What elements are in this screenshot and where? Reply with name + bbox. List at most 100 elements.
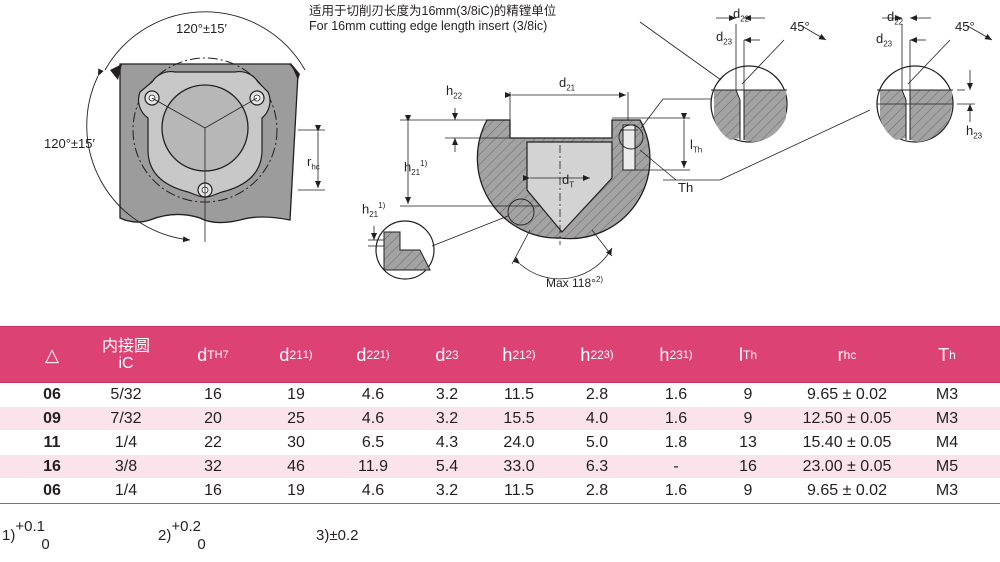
cell-col-h21: 11.5 (504, 386, 534, 403)
cell-col-ic: 5/32 (110, 386, 142, 403)
header-col-th-sub: h (949, 348, 956, 363)
d22b-label: d22 (887, 10, 903, 27)
cell-col-category: 11 (43, 434, 61, 451)
cell-col-d21: 19 (287, 386, 305, 403)
header-col-h21-sub: 21 (512, 348, 526, 363)
cell-col-lth: 13 (739, 434, 757, 451)
cell-col-category: 06 (43, 482, 61, 499)
cell-col-h23: - (673, 458, 679, 475)
deg45b-label: 45° (955, 19, 975, 34)
section-view (368, 92, 690, 280)
rhc-main: r (307, 154, 312, 169)
cell-col-dt: 32 (204, 458, 222, 475)
header-col-d23-sub: 23 (445, 348, 459, 363)
cell-col-d21: 19 (287, 482, 305, 499)
h23-sub: 23 (973, 131, 983, 141)
cell-col-d22: 4.6 (361, 482, 385, 499)
footnote-2-lower: 0 (197, 536, 206, 553)
lth-label: lTh (690, 138, 702, 155)
cell-col-lth: 16 (739, 458, 757, 475)
cell-col-th: M4 (935, 434, 959, 451)
cell-col-rhc: 9.65 ± 0.02 (807, 386, 887, 403)
d23b-sub: 23 (883, 39, 893, 49)
cell-col-th: M3 (935, 482, 959, 499)
rhc-label: rhc (307, 155, 320, 172)
cell-col-rhc: 23.00 ± 0.05 (802, 458, 892, 475)
cell-col-category: 16 (43, 458, 61, 475)
d23b-label: d23 (876, 32, 892, 49)
cell-col-dt: 20 (204, 410, 222, 427)
angle-left-label: 120°±15′ (44, 136, 95, 151)
cell-col-th: M3 (935, 410, 959, 427)
footnote-1-mark: 1) (2, 526, 16, 544)
cell-col-h22: 4.0 (585, 410, 609, 427)
header-col-d22-main: d (356, 345, 367, 366)
h22-sub: 22 (453, 91, 463, 101)
h21-sup: 1) (420, 159, 428, 168)
header-col-h21-sup: 2) (525, 348, 536, 361)
cell-col-h21: 11.5 (504, 482, 534, 499)
cell-col-category: 06 (43, 386, 61, 403)
header-col-lth-sub: Th (742, 348, 757, 363)
d22b-sub: 22 (894, 17, 904, 27)
header-col-d21-sub: 21 (289, 348, 303, 363)
h22-label: h22 (446, 84, 462, 101)
cell-col-d23: 3.2 (435, 482, 459, 499)
header-col-category-main: △ (45, 345, 59, 366)
header-col-dt-sub: T (207, 348, 215, 363)
header-col-rhc-main: r (837, 345, 844, 366)
lth-main: l (690, 137, 693, 152)
header-col-d22-sub: 22 (366, 348, 380, 363)
d21-sub: 21 (566, 83, 576, 93)
dt-sub: T (569, 180, 575, 190)
header-col-d22-sup: 1) (379, 348, 390, 361)
h23-label: h23 (966, 124, 982, 141)
footnote-1-upper: +0.1 (15, 518, 45, 535)
header-col-d23-main: d (435, 345, 446, 366)
caption-zh: 适用于切削刃长度为16mm(3/8iC)的精镗单位 (309, 4, 557, 18)
drawing-caption: 适用于切削刃长度为16mm(3/8iC)的精镗单位 For 16mm cutti… (309, 4, 556, 34)
cell-col-ic: 1/4 (114, 482, 138, 499)
cell-col-h23: 1.6 (664, 482, 688, 499)
cell-col-ic: 3/8 (114, 458, 138, 475)
d23a-label: d23 (716, 30, 732, 47)
cell-col-d21: 25 (287, 410, 305, 427)
drawing-canvas (86, 11, 993, 280)
caption-en: For 16mm cutting edge length insert (3/8… (309, 19, 548, 33)
dt-label: dT (562, 173, 574, 190)
d23b-main: d (876, 31, 884, 46)
cell-col-h23: 1.8 (664, 434, 688, 451)
cell-col-d23: 5.4 (435, 458, 459, 475)
d21-label: d21 (559, 76, 575, 93)
cell-col-d22: 4.6 (361, 386, 385, 403)
cell-col-th: M5 (935, 458, 959, 475)
max-angle-main: Max 118° (546, 276, 596, 290)
cell-col-d22: 4.6 (361, 410, 385, 427)
cell-col-h21: 33.0 (503, 458, 535, 475)
cell-col-category: 09 (43, 410, 61, 427)
h21b-main: h (362, 201, 370, 217)
footnote-3-text: ±0.2 (329, 527, 359, 544)
cell-col-lth: 9 (743, 482, 753, 499)
header-col-dt-sup: H7 (214, 348, 229, 361)
cell-col-h22: 2.8 (585, 482, 609, 499)
cell-col-h21: 24.0 (503, 434, 535, 451)
footnote-2-upper: +0.2 (171, 518, 201, 535)
